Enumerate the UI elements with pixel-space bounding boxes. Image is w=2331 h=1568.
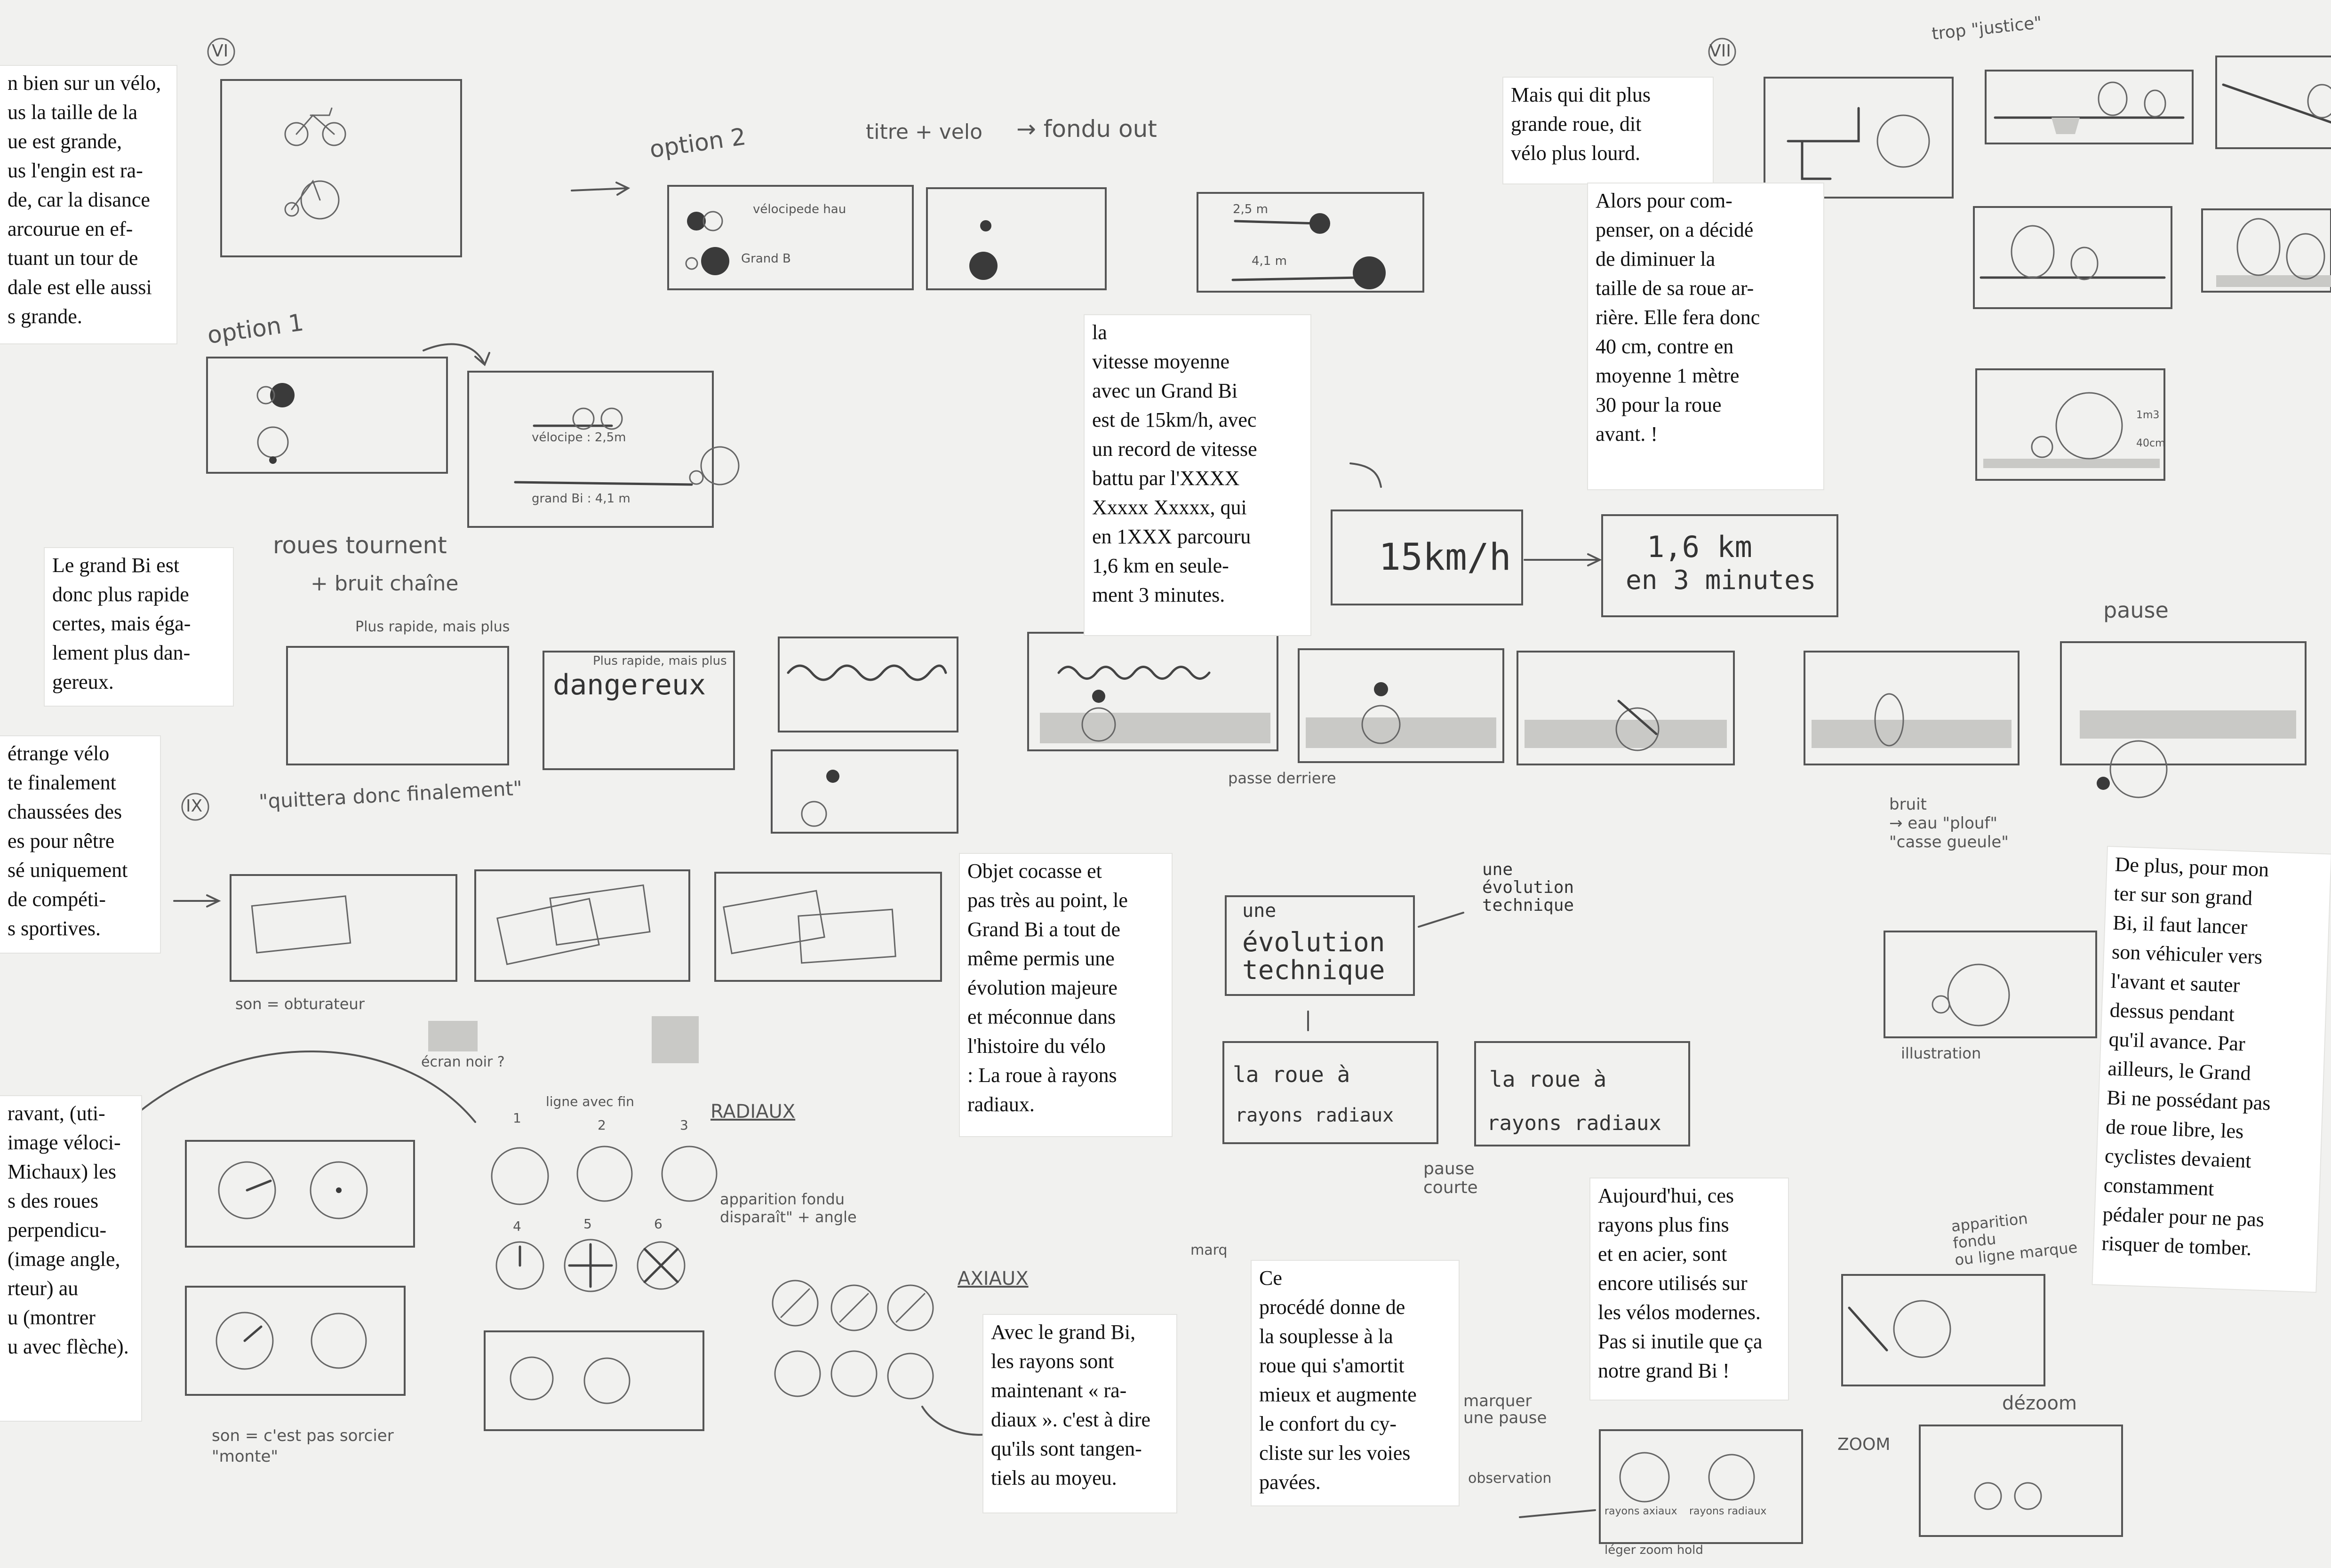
title-rayons: rayons radiaux <box>1235 1105 1394 1126</box>
title-speed: 15km/h <box>1379 536 1511 579</box>
panel-number-vi: VI <box>212 41 229 61</box>
note-illustration: illustration <box>1901 1044 1981 1062</box>
note-rayons-axiaux: rayons axiaux <box>1605 1505 1677 1517</box>
note-son-obturateur: son = obturateur <box>235 995 365 1013</box>
panel-vii-frames <box>1708 38 2331 481</box>
panel-number-vii: VII <box>1709 41 1731 61</box>
card-technical-evolution: Objet cocasse et pas très au point, le G… <box>960 854 1172 1136</box>
note-4-1m: 4,1 m <box>1252 254 1287 268</box>
title-time: en 3 minutes <box>1626 565 1816 596</box>
note-rayons-radiaux: rayons radiaux <box>1689 1505 1767 1517</box>
wheel-number-3: 3 <box>680 1117 688 1133</box>
wheel-number-6: 6 <box>654 1216 663 1232</box>
wheel-number-4: 4 <box>513 1218 521 1234</box>
option1-frames <box>206 343 740 528</box>
speed-sequence-frames <box>286 462 2307 834</box>
panel-vi-frame <box>207 38 462 257</box>
zoom-frames <box>1519 1274 2123 1544</box>
title-distance: 1,6 km <box>1647 530 1752 564</box>
title-rayons-2: rayons radiaux <box>1487 1111 1661 1135</box>
card-modern-bikes: Aujourd'hui, ces rayons plus fins et en … <box>1590 1178 1788 1400</box>
wheels-frames <box>126 1051 1001 1436</box>
note-2-5m: 2,5 m <box>1233 202 1268 216</box>
note-marq: marq <box>1190 1242 1228 1258</box>
note-velocipede: vélocipede hau <box>753 202 846 216</box>
note-fondu: → fondu out <box>1016 115 1157 143</box>
note-1m3: 1m3 <box>2136 409 2160 421</box>
title-une: une <box>1242 900 1277 922</box>
note-velocipede-25: vélocipe : 2,5m <box>532 430 626 445</box>
label-radiaux: RADIAUX <box>710 1101 796 1122</box>
card-bigger-wheel-faster: n bien sur un vélo, us la taille de la u… <box>0 66 176 343</box>
note-plus-rapide: Plus rapide, mais plus <box>355 619 510 635</box>
note-grand-b: Grand B <box>741 252 791 266</box>
note-zoom: ZOOM <box>1837 1435 1891 1454</box>
note-bruit: bruit → eau "plouf" "casse gueule" <box>1889 795 2009 852</box>
note-ecran-noir: écran noir ? <box>421 1054 505 1070</box>
title-evolution-small: une évolution technique <box>1482 860 1574 915</box>
card-faster-but-dangerous: Le grand Bi est donc plus rapide certes,… <box>45 548 233 706</box>
evolution-frames <box>1222 895 1690 1146</box>
note-ligne: ligne avec fin <box>546 1094 634 1109</box>
note-passe-derriere: passe derriere <box>1228 769 1336 787</box>
card-flexibility: Ce procédé donne de la souplesse à la ro… <box>1252 1261 1459 1505</box>
note-pause: pause <box>2103 597 2169 623</box>
note-observation: observation <box>1468 1470 1552 1487</box>
wheel-number-5: 5 <box>583 1216 592 1232</box>
panel-number-ix: IX <box>186 796 203 816</box>
label-axiaux: AXIAUX <box>958 1268 1029 1289</box>
note-titre-velo: titre + velo <box>866 120 983 144</box>
wheel-number-2: 2 <box>598 1117 606 1133</box>
note-40cm: 40cm <box>2136 438 2165 449</box>
card-radial-spokes: Avec le grand Bi, les rayons sont mainte… <box>983 1315 1176 1512</box>
card-before-michaux: ravant, (uti- image véloci- Michaux) les… <box>0 1096 141 1421</box>
note-son-pas-sorcier: son = c'est pas sorcier "monte" <box>212 1426 394 1466</box>
note-bruit-chaine: + bruit chaîne <box>311 572 459 596</box>
card-strange-bike-abandoned: étrange vélo te finalement chaussées des… <box>0 736 160 953</box>
note-leger-zoom: léger zoom hold <box>1605 1543 1703 1557</box>
title-la-roue-a-2: la roue à <box>1489 1067 1607 1092</box>
card-heavier-bike: Mais qui dit plus grande roue, dit vélo … <box>1503 78 1713 183</box>
note-pause-courte: pause courte <box>1423 1159 1478 1197</box>
note-marquer-pause: marquer une pause <box>1463 1392 1547 1427</box>
card-average-speed: la vitesse moyenne avec un Grand Bi est … <box>1085 315 1310 635</box>
note-roues-tournent: roues tournent <box>273 532 447 559</box>
title-evolution: évolution technique <box>1242 927 1385 986</box>
option2-frames <box>667 185 1424 293</box>
note-grand-bi-41: grand Bi : 4,1 m <box>532 492 631 506</box>
panel-ix-frames <box>173 793 942 1063</box>
illustration-frame <box>1884 931 2097 1038</box>
note-dezoom: dézoom <box>2002 1393 2077 1414</box>
note-apparition: apparition fondu disparaît" + angle <box>720 1190 857 1226</box>
note-plus-rapide-2: Plus rapide, mais plus <box>593 654 727 668</box>
title-dangereux: dangereux <box>553 669 706 701</box>
wheel-number-1: 1 <box>513 1110 521 1126</box>
card-smaller-rear-wheel: Alors pour com- penser, on a décidé de d… <box>1588 183 1823 489</box>
card-mounting: De plus, pour mon ter sur son grand Bi, … <box>2092 847 2331 1292</box>
title-la-roue-a: la roue à <box>1233 1062 1350 1087</box>
